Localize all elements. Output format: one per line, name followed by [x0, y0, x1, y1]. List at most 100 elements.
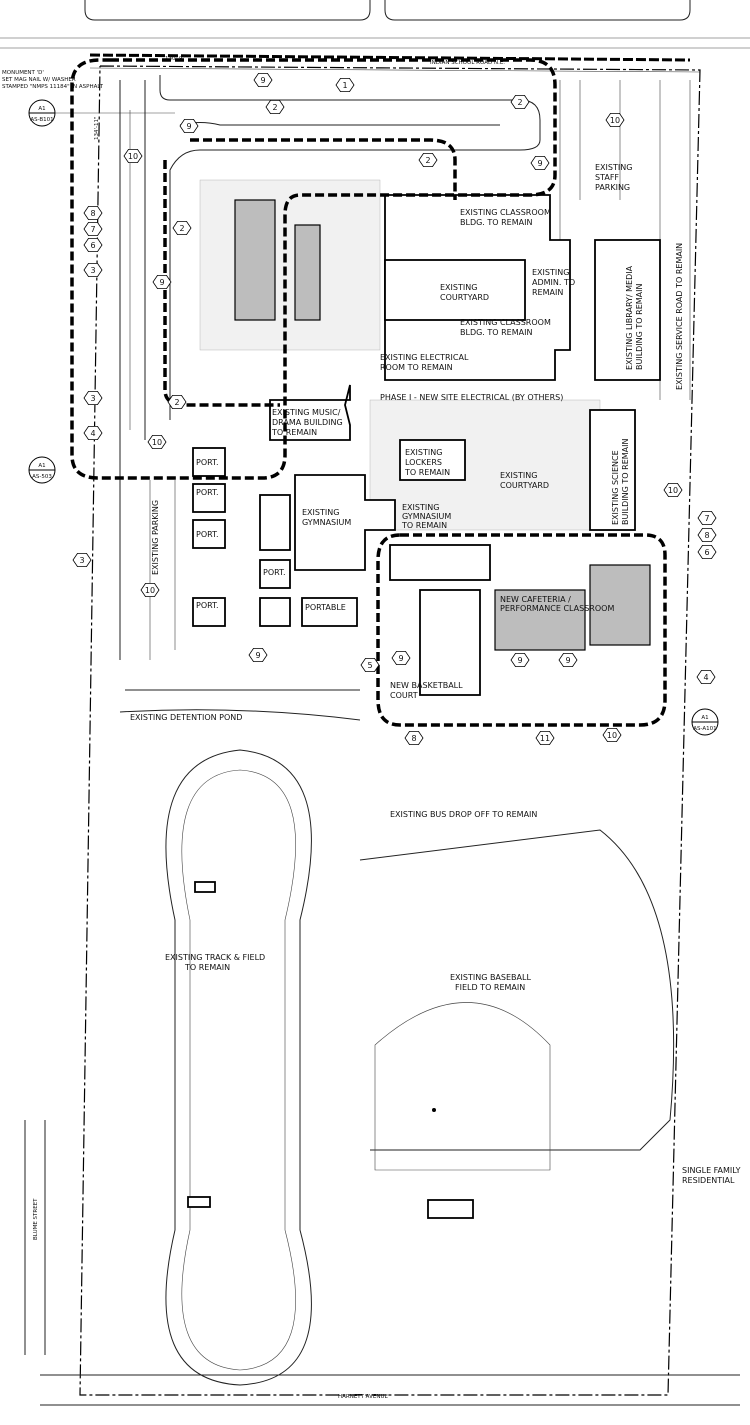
portable-gym	[259, 494, 291, 551]
keynote-hexagon-icon	[248, 648, 268, 662]
keynote-hexagon-icon	[83, 205, 103, 221]
keynote-number: 3	[90, 394, 95, 403]
north-courtyard	[384, 259, 526, 321]
keynote-10: 10	[602, 728, 622, 742]
keynote-hexagon-icon	[147, 434, 167, 450]
monument-note-2: SET MAG NAIL W/ WASHER	[2, 77, 76, 83]
staff-parking-label-3: PARKING	[595, 183, 630, 192]
keynote-9: 9	[152, 274, 172, 290]
indian-school-road: INDIAN SCHOOL ROAD N.E. 130'-9"	[0, 0, 750, 73]
label: GYMNASIUM	[402, 512, 451, 521]
track-label-1: EXISTING TRACK & FIELD	[165, 953, 265, 962]
keynote-4: 4	[83, 425, 103, 441]
south-streets: BLUME STREET HARNETT AVENUE	[24, 1120, 740, 1406]
label: DRAMA BUILDING	[272, 418, 343, 427]
keynote-number: 4	[703, 673, 708, 682]
keynote-number: 4	[90, 429, 95, 438]
keynote-hexagon-icon	[83, 237, 103, 253]
marker-id: A1	[38, 106, 45, 112]
portable-1	[192, 447, 226, 477]
keynote-hexagon-icon	[172, 220, 192, 236]
keynote-hexagon-icon	[83, 425, 103, 441]
keynote-number: 10	[152, 438, 162, 447]
keynote-number: 9	[260, 76, 265, 85]
keynote-hexagon-icon	[265, 100, 285, 114]
keynote-2: 2	[265, 100, 285, 114]
label: BLDG. TO REMAIN	[460, 328, 532, 337]
label: EXISTING MUSIC/	[272, 408, 341, 417]
keynote-hexagon-icon	[140, 583, 160, 597]
keynote-3: 3	[83, 262, 103, 278]
label: NEW CAFETERIA /	[500, 595, 571, 604]
new-building-stair	[294, 224, 321, 321]
label: COURTYARD	[500, 481, 549, 490]
keynote-number: 7	[90, 225, 95, 234]
baseball-label-1: EXISTING BASEBALL	[450, 973, 531, 982]
keynote-9: 9	[391, 651, 411, 665]
marker-sheet: AS-B101	[30, 117, 53, 123]
keynote-10: 10	[123, 148, 143, 164]
label: COURT	[390, 691, 418, 700]
service-road-label: EXISTING SERVICE ROAD TO REMAIN	[675, 243, 684, 390]
keynote-number: 10	[607, 731, 617, 740]
keynote-1: 1	[335, 78, 355, 92]
residential-label-1: SINGLE FAMILY	[682, 1166, 741, 1175]
section-marker[interactable]: A1 AS-B101	[28, 99, 175, 127]
keynote-10: 10	[663, 482, 683, 498]
keynote-7: 7	[83, 221, 103, 237]
label: EXISTING	[302, 508, 339, 517]
label: PORT.	[196, 601, 219, 610]
keynote-hexagon-icon	[510, 95, 530, 109]
keynote-number: 3	[90, 266, 95, 275]
label: LOCKERS	[405, 458, 442, 467]
section-marker[interactable]: A1 AS-503	[28, 456, 56, 484]
label: EXISTING ELECTRICAL	[380, 353, 469, 362]
keynote-number: 9	[255, 651, 260, 660]
keynote-9: 9	[179, 119, 199, 134]
keynote-3: 3	[83, 390, 103, 406]
label: PORTABLE	[305, 603, 346, 612]
keynote-number: 10	[145, 586, 155, 595]
keynote-2: 2	[167, 394, 187, 410]
keynote-10: 10	[605, 113, 625, 127]
keynote-hexagon-icon	[605, 113, 625, 127]
plaza-paving	[199, 179, 381, 351]
portable-7	[259, 559, 291, 589]
keynote-hexagon-icon	[558, 653, 578, 667]
parking-label: EXISTING PARKING	[151, 500, 160, 575]
keynote-number: 9	[159, 278, 164, 287]
dimension-left: 134'-11"	[94, 116, 100, 140]
keynote-9: 9	[248, 648, 268, 662]
bus-label: EXISTING BUS DROP OFF TO REMAIN	[390, 810, 537, 819]
keynote-hexagon-icon	[253, 73, 273, 87]
keynote-3: 3	[72, 553, 92, 567]
label: EXISTING	[440, 283, 477, 292]
keynote-number: 9	[565, 656, 570, 665]
keynote-number: 10	[668, 486, 678, 495]
keynote-2: 2	[510, 95, 530, 109]
label: PORT.	[263, 568, 286, 577]
keynote-6: 6	[697, 545, 717, 559]
marker-sheet: AS-503	[32, 474, 52, 480]
residential-label-2: RESIDENTIAL	[682, 1176, 735, 1185]
keynote-hexagon-icon	[418, 152, 438, 168]
keynote-hexagon-icon	[167, 394, 187, 410]
buildings	[192, 194, 661, 696]
section-marker[interactable]: A1 AS-A101	[691, 708, 719, 736]
athletic-fields: EXISTING DETENTION POND EXISTING BUS DRO…	[119, 689, 741, 1386]
existing-gym-annex	[389, 544, 491, 581]
street-west-label: BLUME STREET	[33, 1198, 39, 1240]
label: REMAIN	[532, 288, 563, 297]
label: PERFORMANCE CLASSROOM	[500, 604, 614, 613]
keynote-hexagon-icon	[360, 658, 380, 672]
keynote-hexagon-icon	[83, 262, 103, 278]
label: ROOM TO REMAIN	[380, 363, 453, 372]
keynote-number: 2	[517, 98, 522, 107]
label: PORT.	[196, 488, 219, 497]
keynote-number: 9	[517, 656, 522, 665]
label: GYMNASIUM	[302, 518, 351, 527]
label: EXISTING	[405, 448, 442, 457]
keynote-hexagon-icon	[697, 528, 717, 542]
